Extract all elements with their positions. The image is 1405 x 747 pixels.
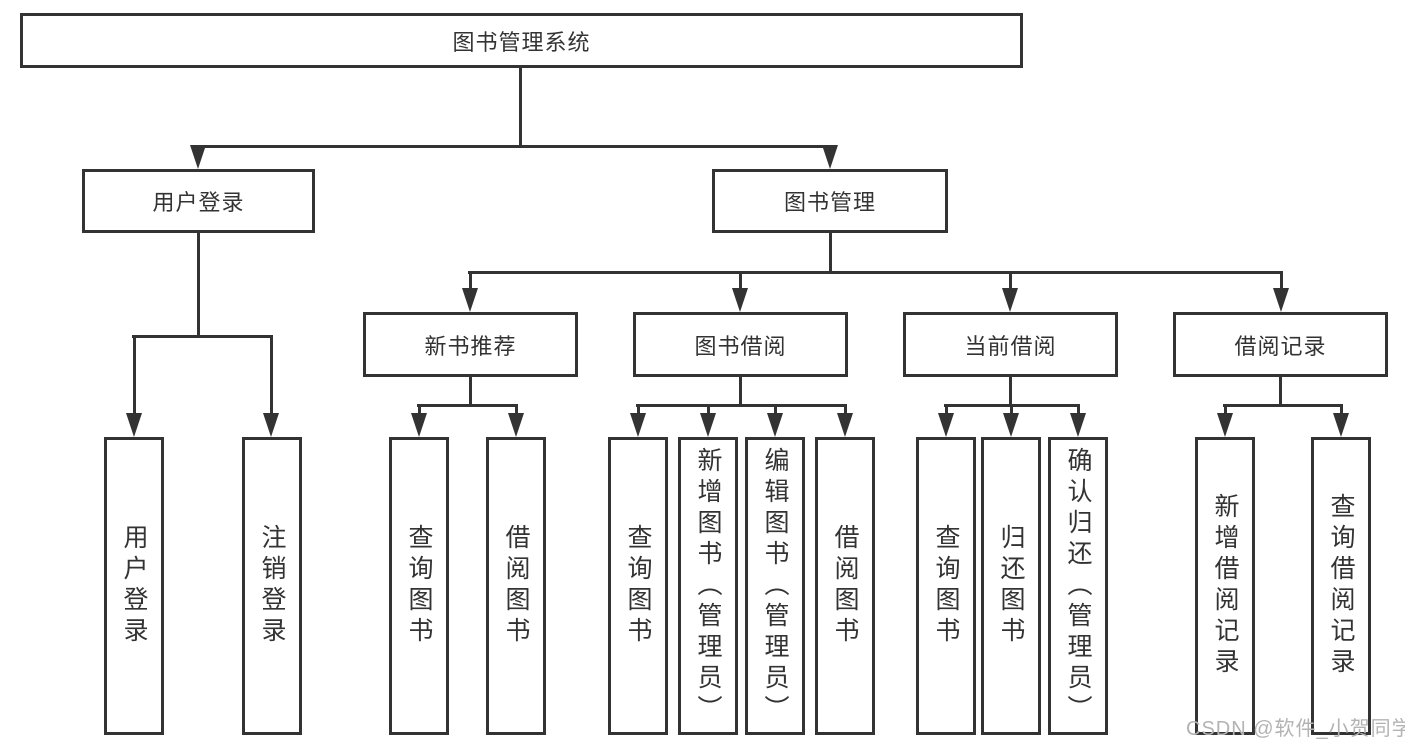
node-user-login-leaf: 用户登录 [104,437,164,735]
node-current-confirm-return-admin: 确认归还（管理员） [1048,437,1108,735]
connector-line [197,233,200,337]
connector-line [270,335,273,415]
connector-arrowhead [822,145,838,169]
node-current-borrow: 当前借阅 [903,312,1118,377]
connector-line [1223,404,1343,407]
connector-line [1009,271,1012,291]
csdn-watermark: CSDN @软件_小贺同学 [1186,718,1405,740]
connector-line [844,404,847,416]
connector-arrowhead [1002,288,1018,312]
connector-line [519,68,522,148]
connector-arrowhead [732,288,748,312]
connector-line [739,271,742,291]
connector-line [469,377,472,406]
node-logout: 注销登录 [242,437,302,735]
node-current-query-books: 查询图书 [916,437,976,735]
connector-line [1009,377,1012,406]
connector-line [417,404,518,407]
connector-line [1224,404,1227,416]
connector-arrowhead [1217,413,1233,437]
connector-arrowhead [508,413,524,437]
connector-line [469,271,472,291]
connector-line [1279,377,1282,406]
node-user-login: 用户登录 [82,169,315,233]
connector-line [515,404,518,416]
connector-line [1280,271,1283,291]
connector-line [418,404,421,416]
connector-arrowhead [938,413,954,437]
node-newrec-borrow-books: 借阅图书 [486,437,546,735]
node-record-query-borrow-record: 查询借阅记录 [1311,437,1371,735]
node-new-book-recommend: 新书推荐 [363,312,578,377]
connector-line [133,335,136,415]
connector-line [132,335,273,338]
connector-line [829,233,832,273]
connector-line [637,404,640,416]
connector-arrowhead [411,413,427,437]
connector-arrowhead [1333,413,1349,437]
node-newrec-query-books: 查询图书 [389,437,449,735]
node-borrow-record: 借阅记录 [1173,312,1388,377]
connector-line [739,377,742,406]
node-borrow-query-books: 查询图书 [608,437,668,735]
connector-line [1010,404,1013,416]
node-record-add-borrow-record: 新增借阅记录 [1195,437,1255,735]
node-book-management: 图书管理 [712,169,948,233]
connector-line [636,404,847,407]
node-borrow-edit-books-admin: 编辑图书（管理员） [745,437,805,735]
connector-line [1077,404,1080,416]
connector-arrowhead [126,413,142,437]
connector-arrowhead [767,413,783,437]
connector-line [468,271,1282,274]
connector-line [1340,404,1343,416]
connector-arrowhead [190,145,206,169]
connector-line [196,145,832,148]
connector-arrowhead [630,413,646,437]
connector-arrowhead [462,288,478,312]
connector-arrowhead [837,413,853,437]
node-system-root: 图书管理系统 [20,13,1023,68]
connector-arrowhead [1003,413,1019,437]
node-book-borrow: 图书借阅 [633,312,848,377]
connector-line [774,404,777,416]
connector-line [945,404,948,416]
node-borrow-add-books-admin: 新增图书（管理员） [678,437,738,735]
node-current-return-books: 归还图书 [981,437,1041,735]
connector-arrowhead [1070,413,1086,437]
connector-arrowhead [1273,288,1289,312]
connector-line [707,404,710,416]
connector-arrowhead [700,413,716,437]
node-borrow-borrow-books: 借阅图书 [815,437,875,735]
connector-arrowhead [263,413,279,437]
